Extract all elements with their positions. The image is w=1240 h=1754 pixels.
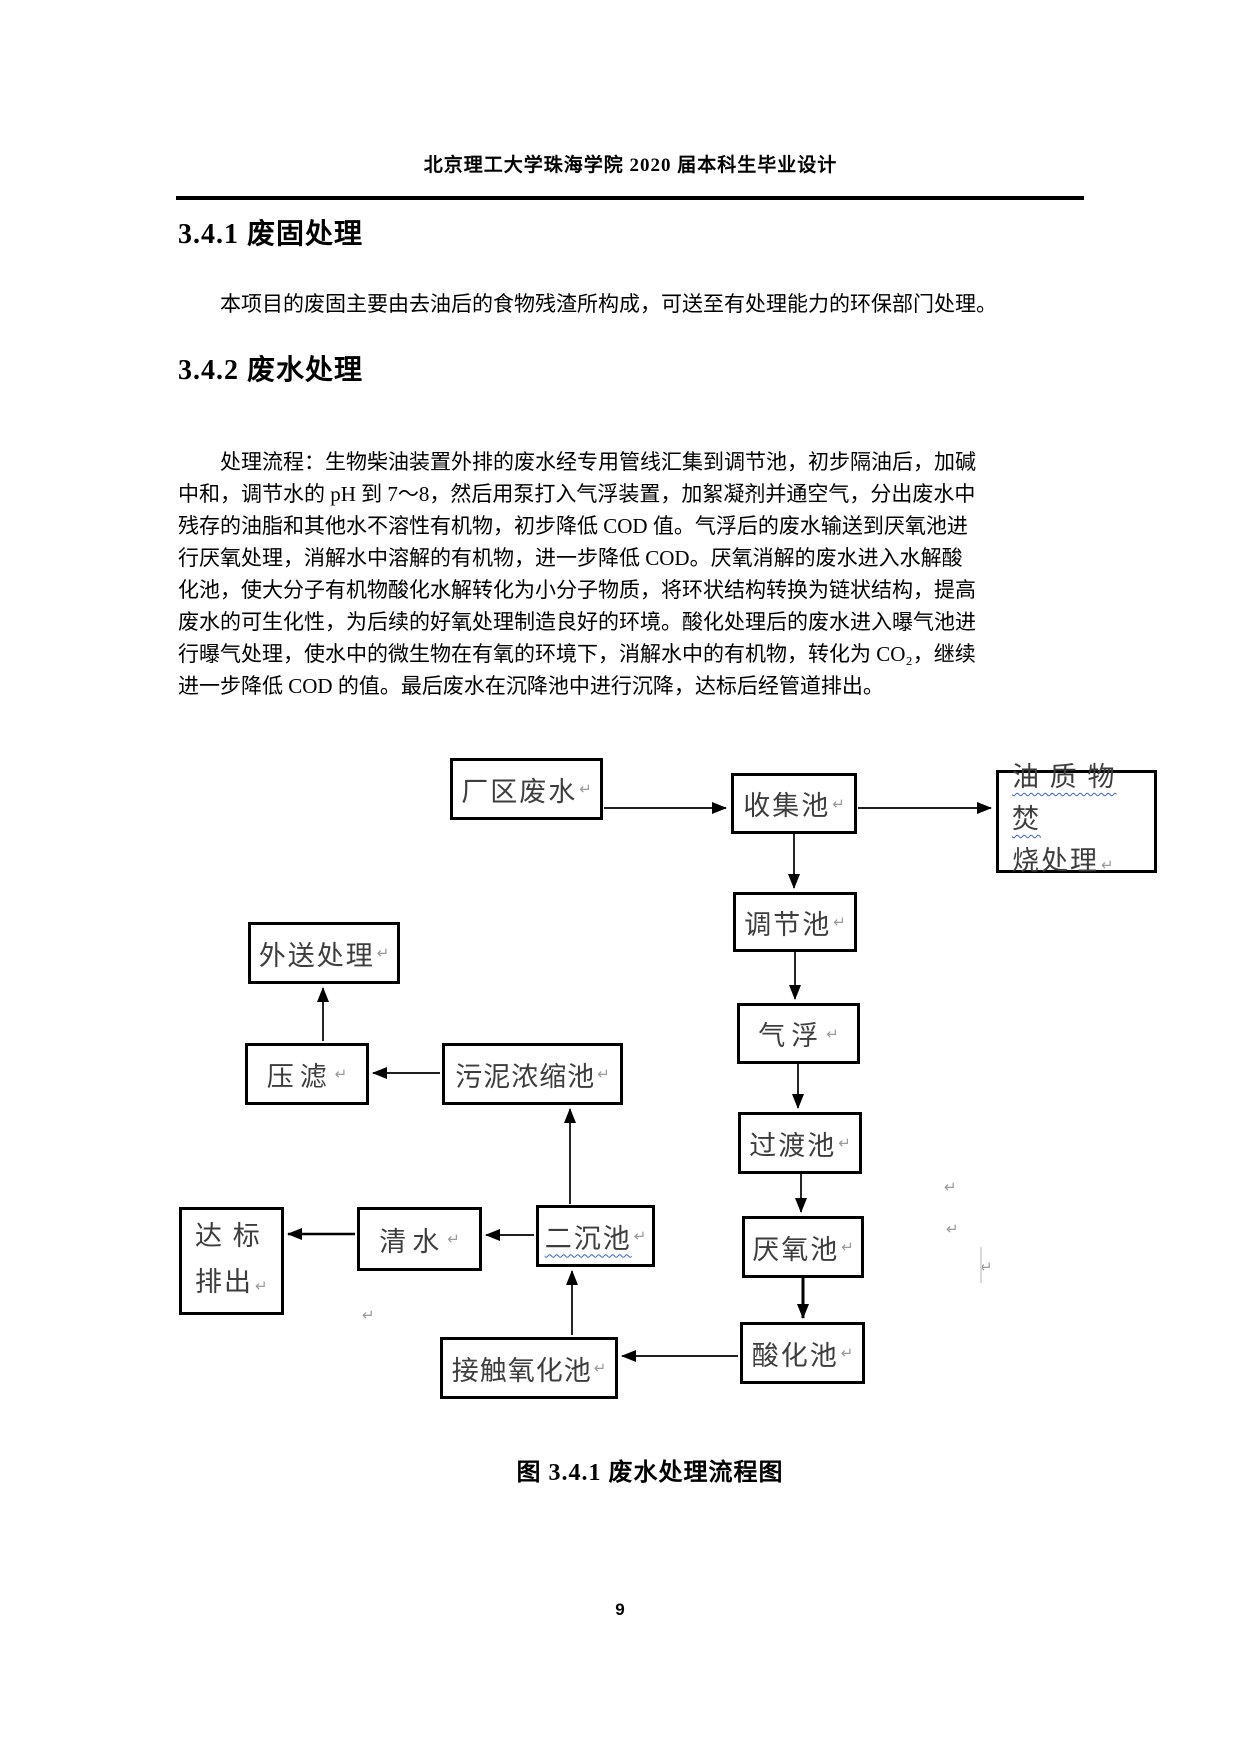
flow-node-sludge-thickening-tank: 污泥浓缩池↵ [442,1043,623,1105]
flow-node-label: 清水 [379,1226,446,1257]
paragraph-line: 废水的可生化性，为后续的好氧处理制造良好的环境。酸化处理后的废水进入曝气池进 [178,610,976,634]
flow-node-transition-tank: 过渡池↵ [738,1112,862,1174]
stray-return-mark: ↵ [362,1307,375,1324]
paragraph-line: 化池，使大分子有机物酸化水解转化为小分子物质，将环状结构转换为链状结构，提高 [178,578,976,602]
paragraph-line: 中和，调节水的 pH 到 7～8，然后用泵打入气浮装置，加絮凝剂并通空气，分出废… [178,482,976,506]
flow-node-label-line1: 达 标 [195,1220,262,1251]
flow-node-label: 排出 [195,1266,253,1297]
return-mark: ↵ [255,1277,268,1295]
flow-node-label: 外送处理 [258,940,375,971]
flow-node-collection-tank: 收集池↵ [731,773,857,834]
return-mark: ↵ [376,945,390,962]
paragraph-line: 处理流程：生物柴油装置外排的废水经专用管线汇集到调节池，初步隔油后，加碱 [220,450,976,474]
flow-node-label: 过渡池 [749,1130,837,1161]
flow-node-filter-press: 压滤↵ [245,1043,369,1105]
section-heading-3-4-2: 3.4.2 废水处理 [178,355,364,386]
return-mark: ↵ [833,914,846,931]
return-mark: ↵ [838,1135,851,1152]
stray-return-mark: ↵ [980,1259,993,1276]
return-mark: ↵ [334,1066,348,1083]
paragraph-line: 进一步降低 COD 的值。最后废水在沉降池中进行沉降，达标后经管道排出。 [178,674,884,698]
return-mark: ↵ [1101,857,1114,874]
return-mark: ↵ [447,1231,460,1248]
flow-node-clear-water: 清水↵ [357,1207,482,1271]
flow-node-label: 气浮 [758,1021,825,1051]
flow-node-factory-wastewater: 厂区废水↵ [450,758,603,820]
return-mark: ↵ [593,1360,607,1377]
flow-node-anaerobic-tank: 厌氧池↵ [742,1216,864,1278]
paragraph-3-4-2: 处理流程：生物柴油装置外排的废水经专用管线汇集到调节池，初步隔油后，加碱 中和，… [178,446,1084,702]
flow-node-label: 接触氧化池 [451,1355,592,1386]
flow-node-label: 厂区废水 [461,776,578,807]
return-mark: ↵ [597,1066,610,1083]
stray-return-mark: ↵ [946,1221,959,1238]
page-header: 北京理工大学珠海学院 2020 届本科生毕业设计 [423,155,838,176]
flow-node-label-line2: 烧处理↵ [1012,840,1114,887]
flow-node-contact-oxidation-tank: 接触氧化池↵ [440,1337,618,1399]
return-mark: ↵ [832,795,845,813]
stray-return-mark: ↵ [944,1179,957,1196]
stray-line-mark [980,1247,982,1283]
flow-node-standard-discharge: 达 标 排出↵ [179,1207,284,1315]
flow-node-acidification-tank: 酸化池↵ [740,1322,865,1384]
flow-node-label-line2: 排出↵ [195,1259,268,1310]
return-mark: ↵ [579,781,592,798]
flow-node-label: 污泥浓缩池 [455,1061,596,1092]
flow-node-regulating-tank: 调节池↵ [733,892,857,952]
paragraph-3-4-1: 本项目的废固主要由去油后的食物残渣所构成，可送至有处理能力的环保部门处理。 [220,292,997,316]
flow-node-label: 二沉池 [544,1223,632,1254]
section-heading-3-4-1: 3.4.1 废固处理 [178,219,364,250]
flow-node-secondary-sedimentation-tank: 二沉池↵ [536,1205,655,1267]
header-divider [176,196,1084,200]
flow-node-label: 调节池 [744,909,832,940]
flow-node-air-flotation: 气浮↵ [737,1003,860,1064]
flow-node-oil-incineration: 油 质 物 焚 烧处理↵ [996,762,1157,876]
paragraph-line: 行厌氧处理，消解水中溶解的有机物，进一步降低 COD。厌氧消解的废水进入水解酸 [178,546,963,570]
flow-node-label: 压滤 [266,1061,333,1092]
flow-node-label-line1: 油 质 物 焚 [1012,762,1117,834]
return-mark: ↵ [841,1239,854,1256]
return-mark: ↵ [826,1025,839,1043]
flow-node-external-disposal: 外送处理↵ [248,922,400,984]
flow-node-label: 酸化池 [751,1340,839,1371]
flow-node-label: 厌氧池 [752,1234,840,1265]
page-number: 9 [615,1600,625,1619]
figure-caption: 图 3.4.1 废水处理流程图 [516,1460,784,1486]
flow-node-label: 烧处理 [1012,846,1099,876]
paragraph-line: 行曝气处理，使水中的微生物在有氧的环境下，消解水中的有机物，转化为 CO₂，继续 [178,642,976,666]
flow-node-label: 收集池 [743,791,831,821]
return-mark: ↵ [840,1345,854,1362]
paragraph-line: 残存的油脂和其他水不溶性有机物，初步降低 COD 值。气浮后的废水输送到厌氧池进 [178,514,968,538]
return-mark: ↵ [633,1228,647,1245]
